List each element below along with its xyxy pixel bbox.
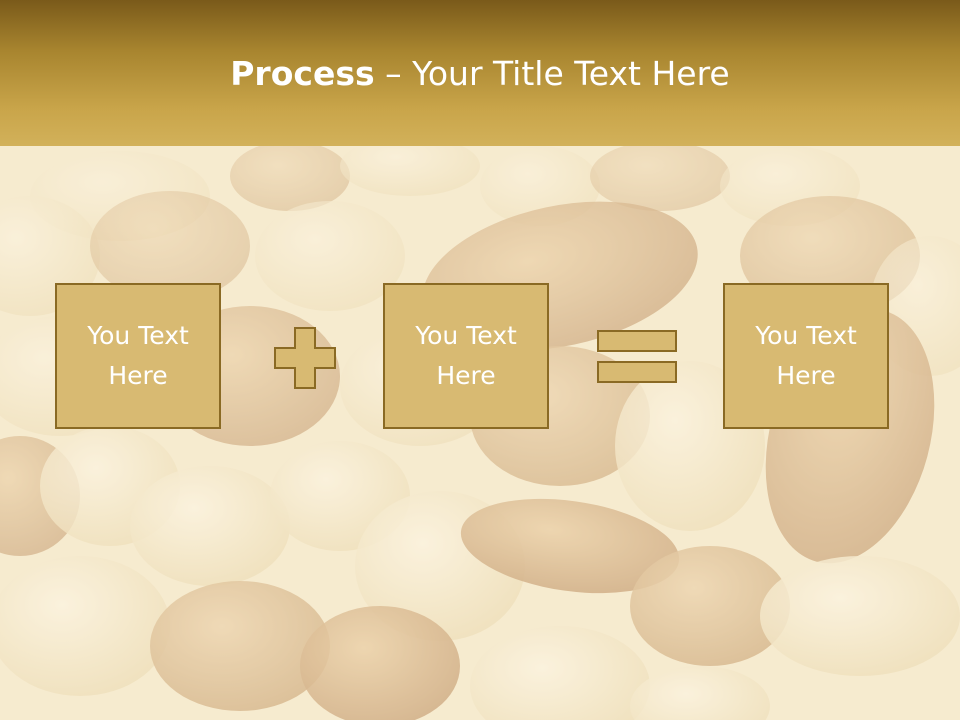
slide-title: Process – Your Title Text Here [0, 52, 960, 96]
title-bold: Process [230, 54, 375, 93]
nuts-background-image [0, 146, 960, 720]
equals-icon [597, 330, 677, 383]
mixed-nuts-photo [0, 146, 960, 720]
title-rest: – Your Title Text Here [374, 54, 730, 93]
process-box-3[interactable]: You Text Here [723, 283, 889, 429]
title-bar: Process – Your Title Text Here [0, 0, 960, 146]
process-box-1[interactable]: You Text Here [55, 283, 221, 429]
process-box-2[interactable]: You Text Here [383, 283, 549, 429]
plus-icon [274, 327, 336, 389]
